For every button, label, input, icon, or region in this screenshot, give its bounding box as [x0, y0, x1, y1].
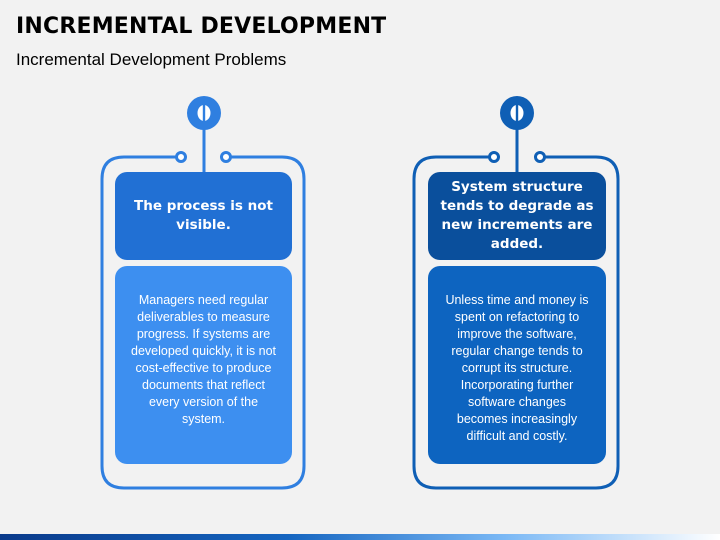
card-frame-right [412, 126, 620, 490]
toggle-icon-right [500, 96, 534, 130]
page-subtitle: Incremental Development Problems [16, 50, 287, 69]
card-left-body-text: Managers need regular deliverables to me… [131, 293, 276, 426]
card-left-heading: The process is not visible. [115, 172, 292, 260]
bottom-accent-bar [0, 534, 720, 540]
card-left-heading-text: The process is not visible. [134, 198, 273, 233]
connector-dot-right-a [488, 151, 500, 163]
card-right-heading: System structure tends to degrade as new… [428, 172, 606, 260]
connector-dot-left-b [220, 151, 232, 163]
card-left-body: Managers need regular deliverables to me… [115, 266, 292, 464]
connector-dot-left-a [175, 151, 187, 163]
toggle-icon-left [187, 96, 221, 130]
page-title: INCREMENTAL DEVELOPMENT [16, 14, 387, 39]
connector-dot-right-b [534, 151, 546, 163]
card-frame-left [100, 126, 306, 490]
card-right-heading-text: System structure tends to degrade as new… [440, 179, 594, 252]
card-right-body: Unless time and money is spent on refact… [428, 266, 606, 464]
card-right-body-text: Unless time and money is spent on refact… [445, 293, 589, 443]
